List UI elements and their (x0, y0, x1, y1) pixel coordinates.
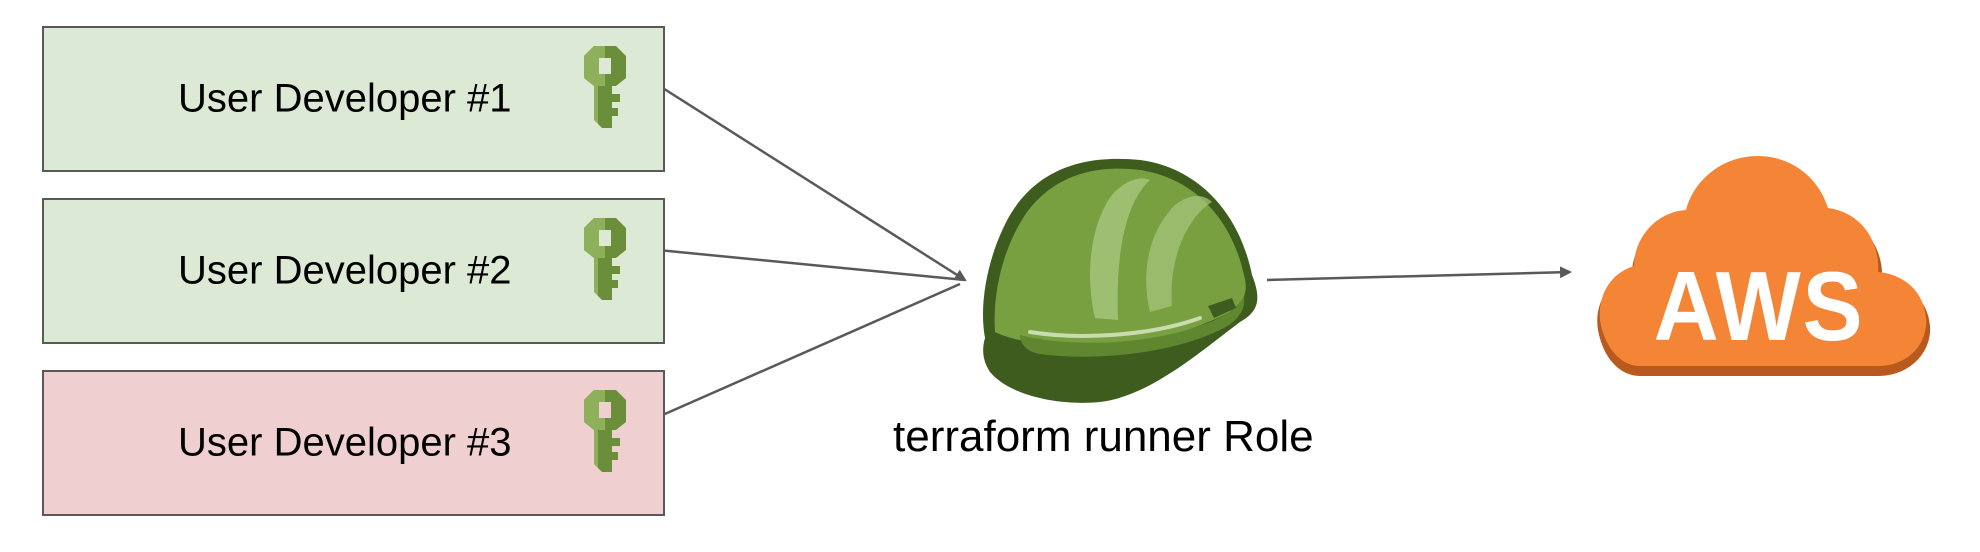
user-label: User Developer #3 (178, 420, 512, 465)
key-icon (584, 390, 626, 472)
key-icon (584, 218, 626, 300)
user-box-1: User Developer #1 (42, 26, 665, 172)
user-label: User Developer #1 (178, 76, 512, 121)
arrow-role-to-aws (1266, 266, 1572, 282)
arrow-user1-to-role (657, 83, 967, 282)
user-box-2: User Developer #2 (42, 198, 665, 344)
arrow-user3-to-role (657, 282, 961, 419)
user-box-3: User Developer #3 (42, 370, 665, 516)
arrow-user2-to-role (657, 248, 966, 282)
user-label: User Developer #2 (178, 248, 512, 293)
key-icon (584, 46, 626, 128)
aws-label: AWS (1654, 252, 1865, 361)
role-label: terraform runner Role (893, 412, 1314, 461)
